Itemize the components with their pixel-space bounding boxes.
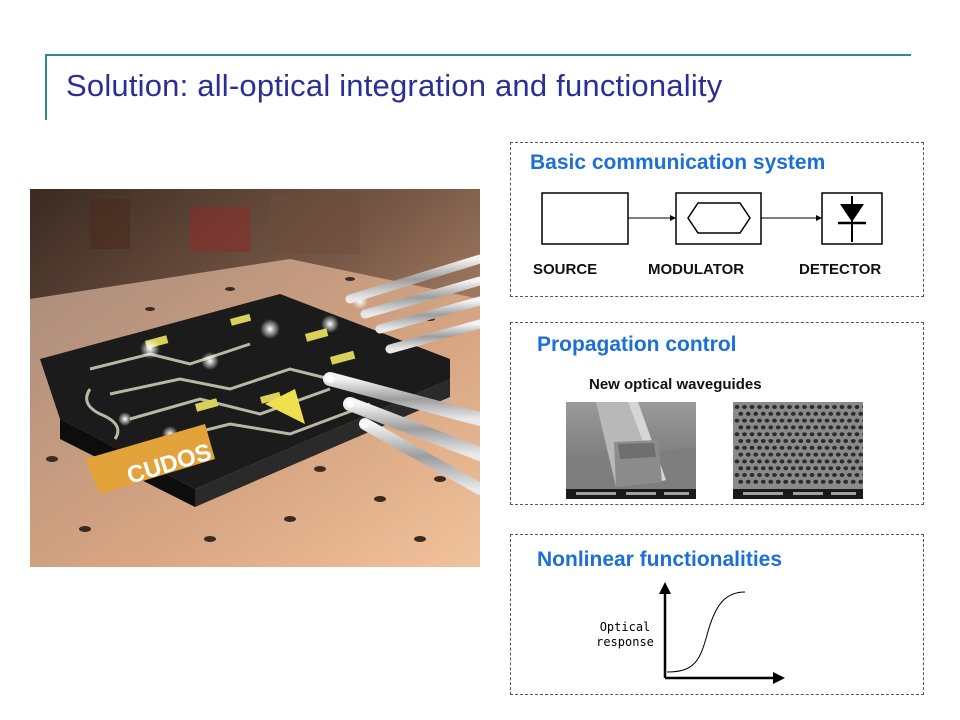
slide-title: Solution: all-optical integration and fu… [66, 68, 723, 103]
waveguides-subtitle: New optical waveguides [589, 376, 762, 393]
communication-system-title: Basic communication system [530, 151, 826, 174]
optical-response-label-line1: Optical [599, 620, 651, 634]
title-rule-top [45, 54, 911, 56]
photonic-crystal-sem-image [733, 402, 863, 499]
source-label: SOURCE [533, 261, 598, 278]
modulator-label: MODULATOR [648, 261, 745, 278]
modulator-waveguide-icon [687, 202, 751, 234]
communication-block-diagram [541, 192, 883, 245]
photodiode-icon [838, 196, 866, 242]
y-axis-arrow-icon [659, 582, 671, 594]
propagation-control-panel [510, 322, 924, 505]
ridge-waveguide-sem-image [566, 402, 696, 499]
optical-response-label-line2: response [596, 635, 654, 649]
sigmoid-response-line [666, 591, 746, 673]
nonlinear-functionalities-title: Nonlinear functionalities [537, 548, 783, 571]
chip-photo: CUDOS [30, 189, 480, 567]
propagation-control-title: Propagation control [537, 333, 737, 356]
nonlinear-functionalities-panel [510, 534, 924, 695]
photonic-chip-icon: CUDOS [30, 189, 480, 567]
communication-system-panel [510, 142, 924, 297]
title-rule-left [45, 54, 47, 120]
optical-response-curve [659, 582, 785, 684]
optical-response-label: Optical response [590, 620, 660, 650]
source-block [541, 192, 629, 245]
x-axis-arrow-icon [773, 672, 785, 684]
detector-label: DETECTOR [799, 261, 882, 278]
